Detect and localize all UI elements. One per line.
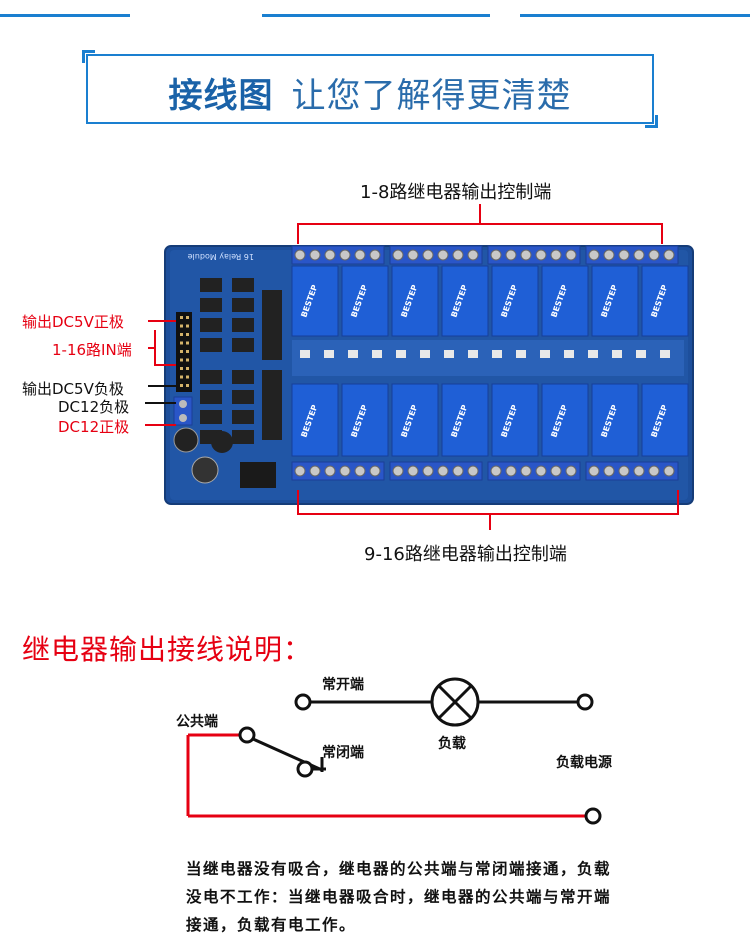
relay <box>341 265 389 337</box>
relay <box>591 265 639 337</box>
power-terminal <box>173 396 193 426</box>
relay <box>391 383 439 457</box>
relay <box>641 265 689 337</box>
relay <box>441 265 489 337</box>
label-in-1-16: 1-16路IN端 <box>52 341 132 359</box>
silk-label: 16 Relay Module <box>188 252 254 261</box>
relay <box>641 383 689 457</box>
label-no: 常开端 <box>322 677 364 693</box>
common-terminal <box>238 726 256 744</box>
middle-pads <box>300 350 670 358</box>
label-common: 公共端 <box>176 714 218 730</box>
relay <box>541 265 589 337</box>
wiring-diagram <box>186 677 602 825</box>
label-nc: 常闭端 <box>322 745 364 761</box>
header-frame: 接线图让您了解得更清楚 <box>82 50 658 128</box>
top-rule-right <box>520 14 750 17</box>
title-light: 让您了解得更清楚 <box>291 76 572 116</box>
pin-header <box>176 312 192 392</box>
power-terminal-top <box>576 693 594 711</box>
relay <box>341 383 389 457</box>
top-rule-left <box>0 14 130 17</box>
no-terminal <box>294 693 312 711</box>
wiring-description: 当继电器没有吸合，继电器的公共端与常闭端接通，负载没电不工作：当继电器吸合时，继… <box>186 859 612 934</box>
wiring-section-title: 继电器输出接线说明： <box>22 633 313 666</box>
relay <box>591 383 639 457</box>
label-load-power: 负载电源 <box>556 755 612 771</box>
load-lamp-icon <box>430 677 480 727</box>
top-rule-middle <box>262 14 490 17</box>
top-output-caption: 1-8路继电器输出控制端 <box>360 182 552 203</box>
relay <box>291 265 339 337</box>
label-dc5v-neg: 输出DC5V负极 <box>22 380 124 398</box>
inductor <box>211 431 233 453</box>
relay <box>291 383 339 457</box>
label-dc12-pos: DC12正极 <box>58 418 130 436</box>
driver-ic-top <box>262 290 282 360</box>
relay <box>441 383 489 457</box>
relay <box>391 265 439 337</box>
bottom-output-caption: 9-16路继电器输出控制端 <box>364 544 567 565</box>
capacitor-1 <box>173 427 199 453</box>
capacitor-2 <box>191 456 219 484</box>
page-title: 接线图让您了解得更清楚 <box>88 68 652 117</box>
title-strong: 接线图 <box>168 76 274 116</box>
label-dc5v-pos: 输出DC5V正极 <box>22 313 124 331</box>
power-terminal-bottom <box>584 807 602 825</box>
bottom-terminal-blocks <box>291 461 679 481</box>
relay <box>541 383 589 457</box>
label-dc12-neg: DC12负极 <box>58 398 130 416</box>
top-terminal-blocks <box>291 245 679 265</box>
relay <box>491 265 539 337</box>
nc-terminal <box>296 760 314 778</box>
regulator <box>240 462 276 488</box>
label-load: 负载 <box>438 736 466 752</box>
driver-ic-bottom <box>262 370 282 440</box>
optocoupler-chips <box>200 278 254 444</box>
relay <box>491 383 539 457</box>
